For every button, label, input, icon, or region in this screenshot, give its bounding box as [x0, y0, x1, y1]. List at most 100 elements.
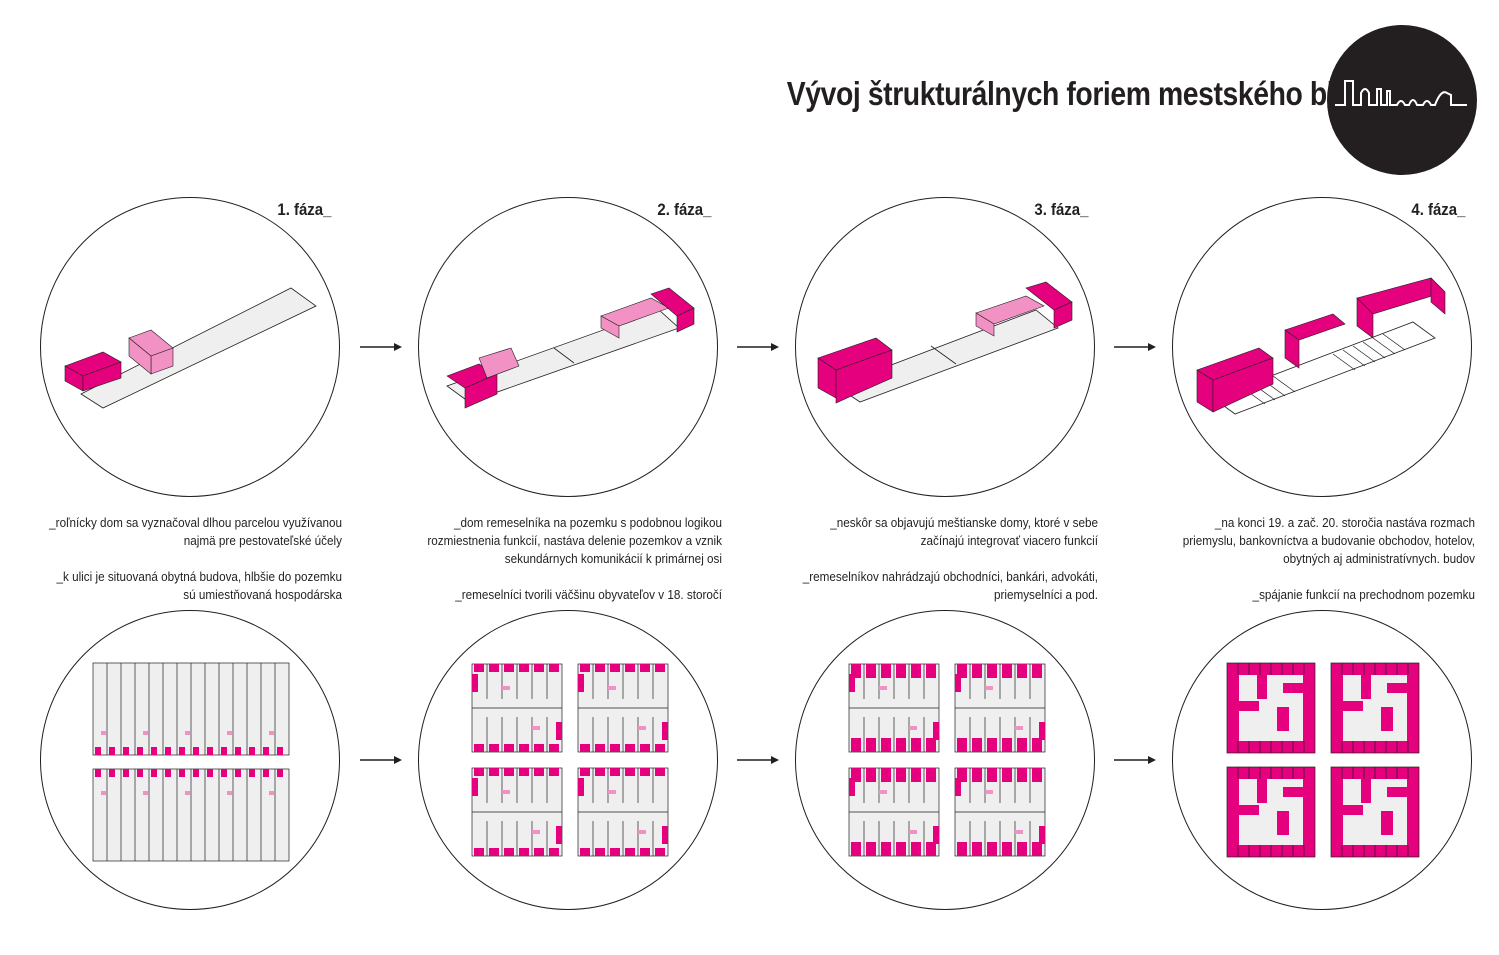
house-mark — [1032, 842, 1042, 856]
house-mark — [123, 747, 129, 755]
house-mark — [625, 664, 635, 672]
outbuilding-mark — [101, 731, 106, 735]
outbuilding-mark — [638, 830, 646, 834]
house-mark — [1017, 738, 1027, 752]
house-mark — [881, 842, 891, 856]
house-mark — [472, 674, 478, 692]
phase-1-plan — [40, 610, 340, 910]
house-mark — [578, 674, 584, 692]
house-mark — [972, 664, 982, 678]
phase-3-description: _neskôr sa objavujú meštianske domy, kto… — [801, 514, 1098, 622]
page-title: Vývoj štrukturálnych foriem mestského bl… — [786, 75, 1384, 112]
house-mark — [987, 768, 997, 782]
house-mark — [137, 747, 143, 755]
house-mark — [1361, 675, 1371, 699]
house-mark — [896, 664, 906, 678]
house-mark — [534, 744, 544, 752]
house-mark — [655, 768, 665, 776]
house-mark — [193, 769, 199, 777]
house-mark — [556, 722, 562, 740]
house-mark — [95, 769, 101, 777]
house-mark — [489, 664, 499, 672]
house-mark — [1381, 707, 1393, 731]
outbuilding-mark — [909, 830, 917, 834]
house-mark — [1017, 842, 1027, 856]
house-mark — [896, 738, 906, 752]
house-mark — [165, 769, 171, 777]
house-mark — [95, 747, 101, 755]
house-mark — [926, 842, 936, 856]
phase-label-1: 1. fáza_ — [277, 200, 332, 219]
outbuilding-mark — [608, 686, 616, 690]
house-mark — [972, 842, 982, 856]
outbuilding-mark — [143, 791, 148, 795]
outbuilding-mark — [909, 726, 917, 730]
house-mark — [179, 747, 185, 755]
outbuilding-mark — [269, 791, 274, 795]
phase-2-plan — [418, 610, 718, 910]
house-mark — [1381, 811, 1393, 835]
house-mark — [1002, 768, 1012, 782]
house-mark — [165, 747, 171, 755]
house-mark — [504, 848, 514, 856]
house-mark — [472, 778, 478, 796]
house-mark — [866, 768, 876, 782]
arrow-right-icon — [360, 343, 402, 351]
house-mark — [151, 769, 157, 777]
house-mark — [1039, 826, 1045, 844]
house-mark — [1387, 683, 1407, 693]
house-mark — [640, 664, 650, 672]
outbuilding-mark — [269, 731, 274, 735]
house-mark — [1017, 768, 1027, 782]
phase-4-plan — [1172, 610, 1472, 910]
house-mark — [851, 768, 861, 782]
house-mark — [851, 738, 861, 752]
house-mark — [926, 768, 936, 782]
house-mark — [896, 842, 906, 856]
house-mark — [504, 664, 514, 672]
house-mark — [263, 769, 269, 777]
house-mark — [955, 674, 961, 692]
house-mark — [578, 778, 584, 796]
house-mark — [580, 768, 590, 776]
house-mark — [957, 738, 967, 752]
house-mark — [595, 664, 605, 672]
house-mark — [580, 664, 590, 672]
house-mark — [610, 664, 620, 672]
outbuilding-mark — [101, 791, 106, 795]
house-mark — [519, 664, 529, 672]
phase-3-text-1: _neskôr sa objavujú meštianske domy, kto… — [830, 515, 1098, 548]
house-mark — [640, 848, 650, 856]
house-mark — [519, 848, 529, 856]
phase-1-text-2: _k ulici je situovaná obytná budova, hlb… — [56, 569, 342, 602]
house-mark — [534, 664, 544, 672]
house-mark — [580, 744, 590, 752]
house-mark — [137, 769, 143, 777]
house-mark — [263, 747, 269, 755]
house-mark — [957, 664, 967, 678]
outbuilding-mark — [879, 790, 887, 794]
phase-label-4: 4. fáza_ — [1411, 200, 1466, 219]
house-mark — [610, 744, 620, 752]
outbuilding-mark — [532, 726, 540, 730]
house-mark — [851, 842, 861, 856]
house-mark — [519, 744, 529, 752]
house-mark — [640, 768, 650, 776]
outbuilding-mark — [638, 726, 646, 730]
house-mark — [662, 722, 668, 740]
house-mark — [489, 768, 499, 776]
phase-3-plan — [795, 610, 1095, 910]
outbuilding-mark — [532, 830, 540, 834]
house-mark — [1002, 738, 1012, 752]
phase-3-text-2: _remeselníkov nahrádzajú obchodníci, ban… — [802, 569, 1098, 602]
house-mark — [1343, 701, 1363, 711]
house-mark — [249, 747, 255, 755]
phase-2-axonometry — [418, 197, 718, 497]
house-mark — [235, 769, 241, 777]
house-mark — [1032, 664, 1042, 678]
house-mark — [580, 848, 590, 856]
house-mark — [610, 848, 620, 856]
house-mark — [1257, 779, 1267, 803]
house-mark — [926, 664, 936, 678]
house-mark — [474, 744, 484, 752]
